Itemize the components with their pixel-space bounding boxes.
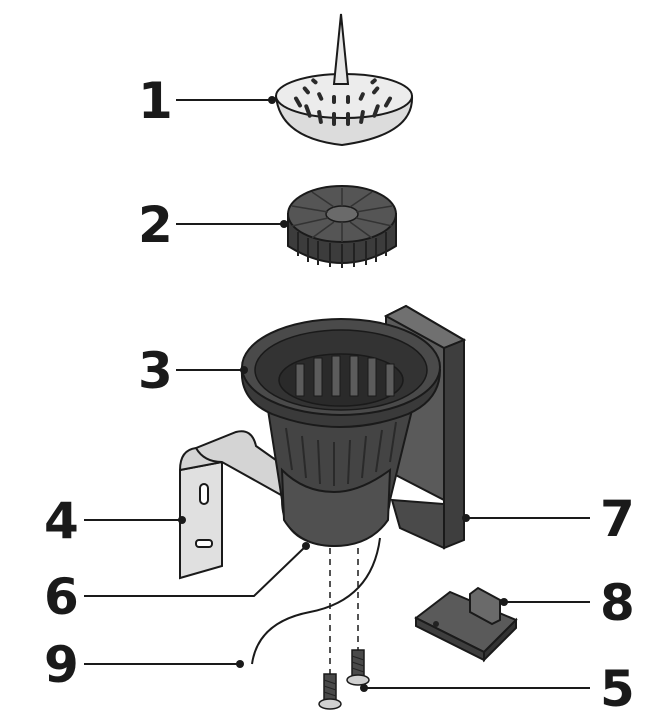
callout-3: 3 [138,342,173,400]
part-1-spike-disc [274,13,414,147]
part-2-gear-ring [287,185,397,268]
callout-2: 2 [138,196,173,254]
callout-9: 9 [44,636,79,694]
part-3-funnel-housing [240,318,442,548]
callout-7: 7 [600,490,635,548]
part-4-mounting-bracket [178,430,291,580]
callout-leaders [84,96,590,692]
callout-5: 5 [600,660,635,718]
callout-6: 6 [44,568,79,626]
part-9-cable [251,537,381,665]
callout-1: 1 [138,72,173,130]
callout-4: 4 [44,492,79,550]
part-8-clip [414,586,518,663]
part-5-screws [318,548,370,710]
callout-8: 8 [600,574,635,632]
